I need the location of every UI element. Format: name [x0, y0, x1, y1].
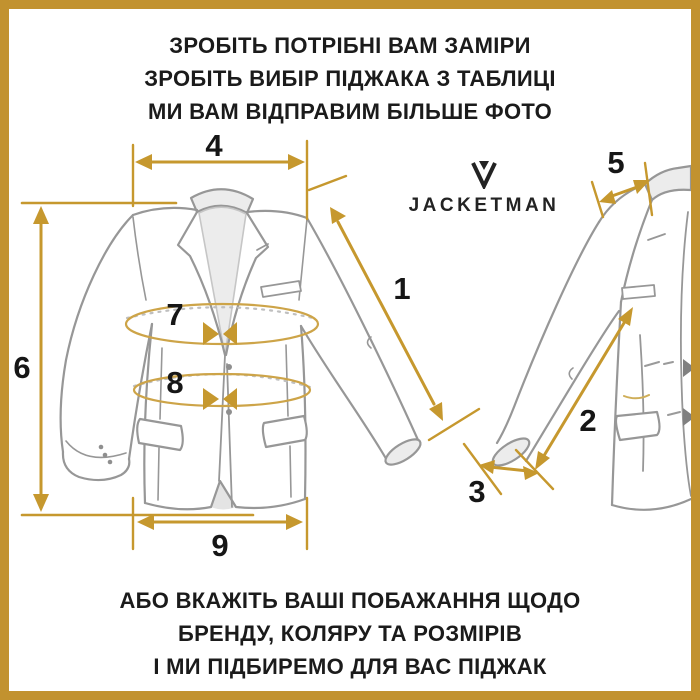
footer-line: І МИ ПІДБИРЕМО ДЛЯ ВАС ПІДЖАК [153, 654, 547, 679]
measurement-label-1: 1 [393, 271, 410, 306]
measurement-arrow-4: 4 [131, 128, 309, 221]
measurement-label-6: 6 [13, 350, 30, 385]
measurement-arrow-5: 5 [590, 145, 654, 219]
measurement-label-8: 8 [166, 365, 183, 400]
footer-line: АБО ВКАЖІТЬ ВАШІ ПОБАЖАННЯ ЩОДО [119, 588, 581, 613]
measurement-arrow-9: 9 [131, 496, 309, 563]
measurement-ellipse-8: 8 [132, 365, 312, 410]
front-button [226, 364, 232, 370]
measurement-label-5: 5 [607, 145, 624, 180]
measurement-arrow-6: 6 [13, 201, 255, 517]
header-instructions: ЗРОБІТЬ ПОТРІБНІ ВАМ ЗАМІРИ ЗРОБІТЬ ВИБІ… [0, 29, 700, 128]
measurement-label-9: 9 [211, 528, 228, 563]
side-jacket-drawing [491, 164, 695, 511]
measurement-label-3: 3 [468, 474, 485, 509]
measurement-arrow-1: 1 [307, 174, 481, 442]
measurement-arrow-3: 3 [462, 442, 555, 509]
measurement-arrow-2: 2 [535, 307, 633, 470]
front-button [226, 409, 232, 415]
brand-name: JACKETMAN [408, 195, 560, 216]
footer-instructions: АБО ВКАЖІТЬ ВАШІ ПОБАЖАННЯ ЩОДО БРЕНДУ, … [0, 584, 700, 683]
front-jacket-drawing [59, 188, 422, 511]
measurement-label-4: 4 [205, 128, 223, 163]
measurement-label-7: 7 [166, 297, 183, 332]
v-monogram-icon [469, 159, 499, 194]
brand-logo: JACKETMAN [398, 159, 570, 217]
header-line: ЗРОБІТЬ ПОТРІБНІ ВАМ ЗАМІРИ [169, 33, 531, 58]
header-line: ЗРОБІТЬ ВИБІР ПІДЖАКА З ТАБЛИЦІ [144, 66, 556, 91]
measurement-label-2: 2 [579, 403, 596, 438]
footer-line: БРЕНДУ, КОЛЯРУ ТА РОЗМІРІВ [177, 621, 523, 646]
header-line: МИ ВАМ ВІДПРАВИМ БІЛЬШЕ ФОТО [148, 99, 552, 124]
measurement-ellipse-7: 7 [124, 297, 320, 346]
